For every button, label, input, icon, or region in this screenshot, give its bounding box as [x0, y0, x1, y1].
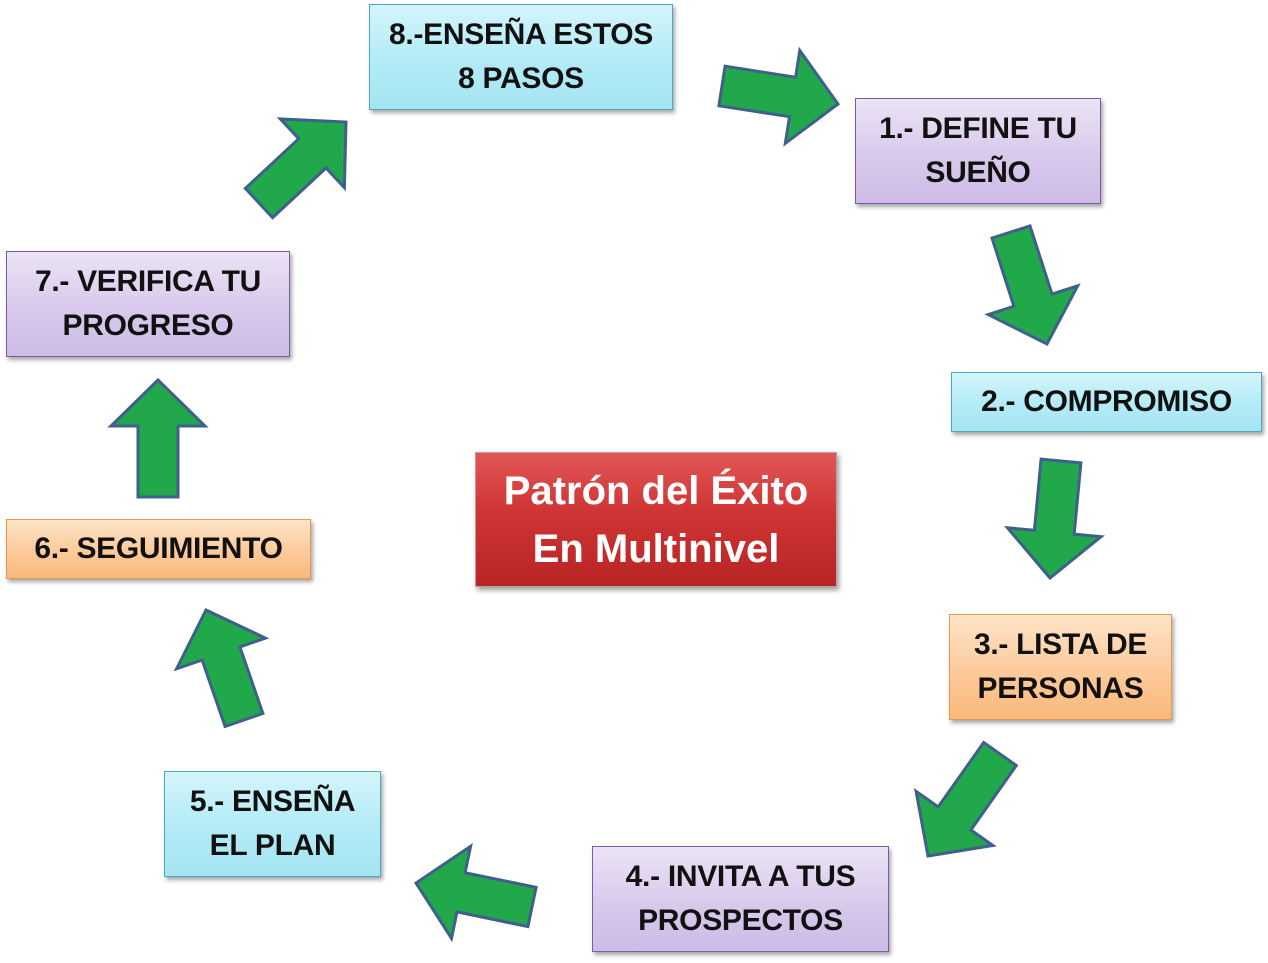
- step-6-box: 6.- SEGUIMIENTO: [6, 519, 311, 579]
- diagram-title: Patrón del Éxito En Multinivel: [475, 452, 837, 587]
- arrow-step-7-to-8: [243, 117, 348, 220]
- arrow-step-1-to-2: [984, 224, 1081, 346]
- arrow-step-3-to-4: [913, 740, 1019, 858]
- step-8-box: 8.-ENSEÑA ESTOS 8 PASOS: [369, 4, 673, 110]
- arrow-step-8-to-1: [717, 46, 841, 147]
- step-2-box: 2.- COMPROMISO: [951, 372, 1262, 432]
- step-1-box: 1.- DEFINE TU SUEÑO: [855, 98, 1101, 204]
- arrow-step-6-to-7: [107, 377, 209, 499]
- step-4-box: 4.- INVITA A TUS PROSPECTOS: [592, 846, 889, 952]
- step-7-box: 7.- VERIFICA TU PROGRESO: [6, 251, 290, 357]
- arrow-step-2-to-3: [1003, 457, 1105, 581]
- step-3-box: 3.- LISTA DE PERSONAS: [949, 614, 1172, 720]
- step-5-box: 5.- ENSEÑA EL PLAN: [164, 771, 381, 877]
- arrow-step-4-to-5: [413, 843, 538, 943]
- arrow-step-5-to-6: [173, 608, 270, 729]
